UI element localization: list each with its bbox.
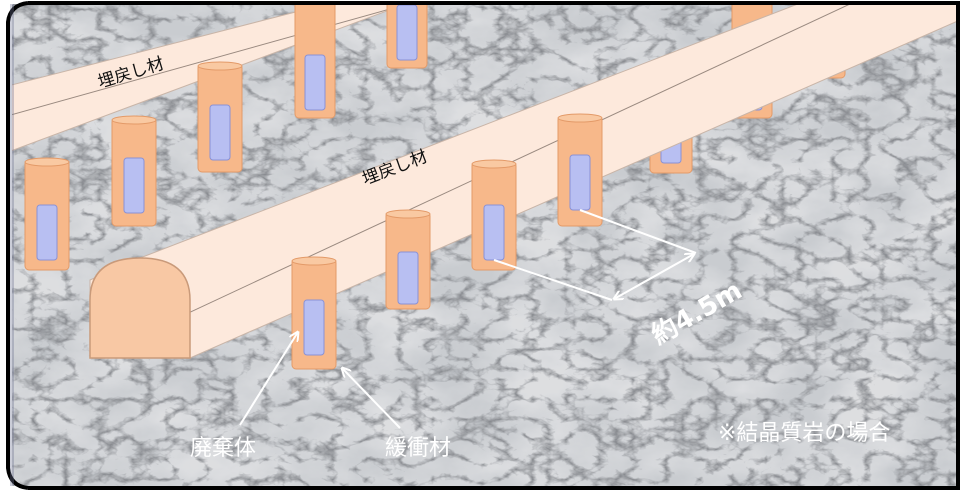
pit	[557, 113, 603, 227]
pit	[291, 256, 337, 370]
tunnel-end-face	[89, 257, 191, 359]
pit	[386, 4, 428, 69]
pit	[471, 159, 517, 271]
buffer-label: 緩衝材	[385, 436, 451, 461]
pit	[111, 115, 157, 227]
pit	[385, 209, 431, 310]
note-text: ※結晶質岩の場合	[718, 421, 890, 446]
pit	[197, 61, 243, 173]
pit	[24, 157, 70, 271]
lower-pits	[291, 113, 603, 370]
frame-border	[6, 1, 960, 490]
component-arrows	[239, 332, 401, 429]
waste-form-label: 廃棄体	[190, 436, 256, 461]
pit	[294, 4, 336, 119]
spacing-arrows	[493, 209, 696, 301]
